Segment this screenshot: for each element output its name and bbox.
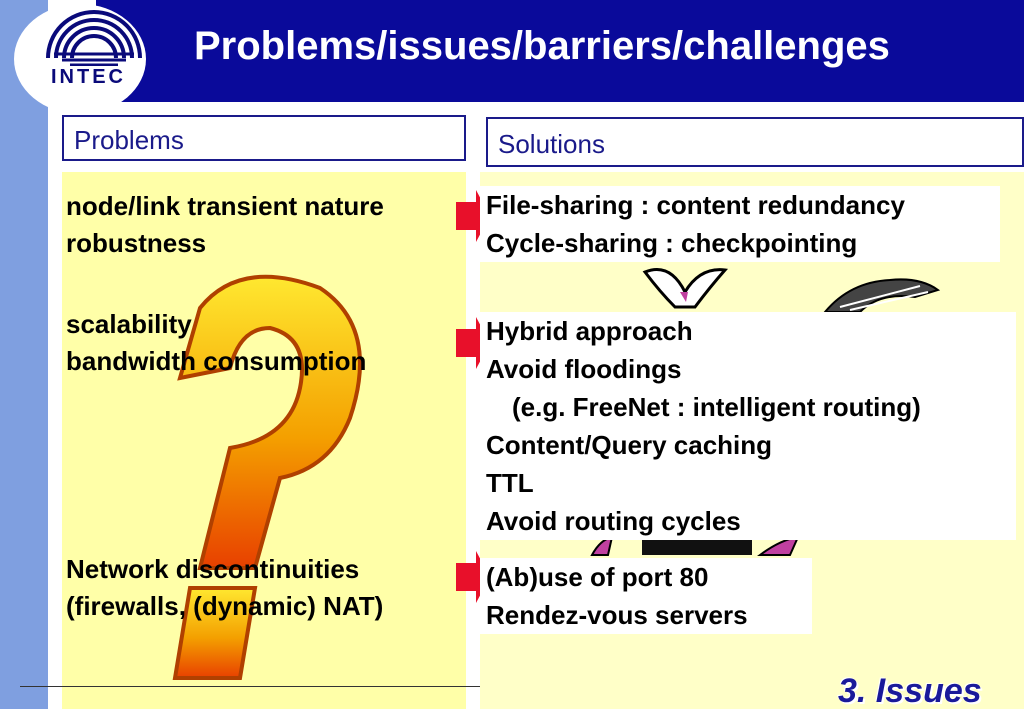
bunny-clipart	[642, 268, 729, 309]
solutions-header: Solutions	[486, 117, 1024, 167]
problem-line: Network discontinuities	[66, 554, 360, 584]
solution-line: Cycle-sharing : checkpointing	[486, 228, 858, 258]
solution-box-3: (Ab)use of port 80 Rendez-vous servers	[480, 558, 812, 634]
solution-line: Rendez-vous servers	[486, 600, 748, 630]
question-mark-graphic	[172, 274, 362, 680]
solution-line: Content/Query caching	[486, 430, 773, 460]
problem-line: (firewalls, (dynamic) NAT)	[66, 591, 384, 621]
logo-arcs-icon	[46, 10, 142, 66]
solution-line: Avoid routing cycles	[486, 506, 741, 536]
left-decor-stripe	[0, 0, 48, 709]
problem-item-2: scalability bandwidth consumption	[66, 306, 366, 380]
problems-header: Problems	[62, 115, 466, 161]
problem-line: scalability	[66, 309, 192, 339]
title-bar	[96, 0, 1024, 102]
footer-divider	[20, 686, 480, 687]
slide-title: Problems/issues/barriers/challenges	[194, 24, 890, 68]
solution-line: File-sharing : content redundancy	[486, 190, 905, 220]
logo-text: INTEC	[51, 66, 126, 88]
hand-clipart	[822, 278, 940, 313]
solution-box-1: File-sharing : content redundancy Cycle-…	[480, 186, 1000, 262]
problem-line: robustness	[66, 228, 207, 258]
solution-line: (Ab)use of port 80	[486, 562, 709, 592]
solution-line: Avoid floodings	[486, 354, 682, 384]
problem-line: bandwidth consumption	[66, 346, 367, 376]
solution-box-2: Hybrid approach Avoid floodings (e.g. Fr…	[480, 312, 1016, 540]
solution-line: (e.g. FreeNet : intelligent routing)	[512, 392, 921, 422]
solution-line: Hybrid approach	[486, 316, 693, 346]
section-label: 3. Issues	[838, 672, 982, 710]
solution-line: TTL	[486, 468, 534, 498]
problem-item-1: node/link transient nature robustness	[66, 188, 384, 262]
problem-item-3: Network discontinuities (firewalls, (dyn…	[66, 551, 383, 625]
problem-line: node/link transient nature	[66, 191, 384, 221]
intec-logo: INTEC	[14, 4, 146, 114]
